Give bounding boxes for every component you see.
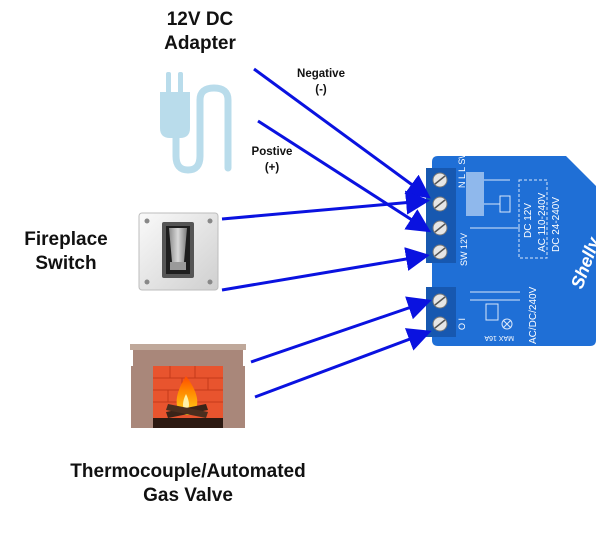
- switch-icon: [138, 212, 219, 291]
- switch-label: Fireplace Switch: [6, 228, 126, 276]
- wire-positive: [257, 119, 432, 233]
- relay-terminal-bottom: O I: [457, 318, 467, 330]
- switch-label-line1: Fireplace: [24, 229, 108, 250]
- relay-sw-label: SW 12V: [459, 233, 469, 266]
- plug-icon: [160, 72, 232, 174]
- wire-switch-1: [221, 190, 430, 221]
- shelly-relay: N L L SW SW 12V O I DC 12V AC 110-240V D…: [426, 150, 597, 346]
- fireplace-icon: [130, 344, 246, 428]
- wire-negative: [253, 67, 431, 199]
- relay-output-text: AC/DC/240V: [528, 286, 539, 344]
- wires: [221, 67, 432, 399]
- adapter-label-line2: Adapter: [164, 33, 236, 54]
- terminal-screws: [432, 172, 448, 332]
- wire-valve-2: [254, 328, 432, 399]
- positive-label: Postive (+): [240, 144, 304, 176]
- valve-label-line2: Gas Valve: [143, 485, 233, 506]
- negative-label-line2: (-): [315, 84, 327, 96]
- adapter-label: 12V DC Adapter: [130, 8, 270, 56]
- valve-label: Thermocouple/Automated Gas Valve: [40, 460, 336, 508]
- relay-power-text-3: DC 24-240V: [551, 197, 562, 252]
- adapter-label-line1: 12V DC: [166, 9, 234, 30]
- switch-label-line2: Switch: [35, 253, 97, 274]
- negative-label-line1: Negative: [297, 68, 345, 80]
- positive-label-line1: Postive: [251, 146, 293, 158]
- wire-switch-2: [221, 247, 430, 292]
- relay-terminal-top: N L L SW: [457, 150, 467, 188]
- positive-label-line2: (+): [264, 162, 280, 174]
- negative-label: Negative (-): [285, 66, 357, 98]
- relay-power-text-2: AC 110-240V: [537, 192, 548, 252]
- wire-valve-1: [250, 296, 432, 364]
- relay-power-text-1: DC 12V: [523, 203, 534, 238]
- relay-max-text: MAX 16A: [484, 334, 514, 341]
- valve-label-line1: Thermocouple/Automated: [70, 461, 306, 482]
